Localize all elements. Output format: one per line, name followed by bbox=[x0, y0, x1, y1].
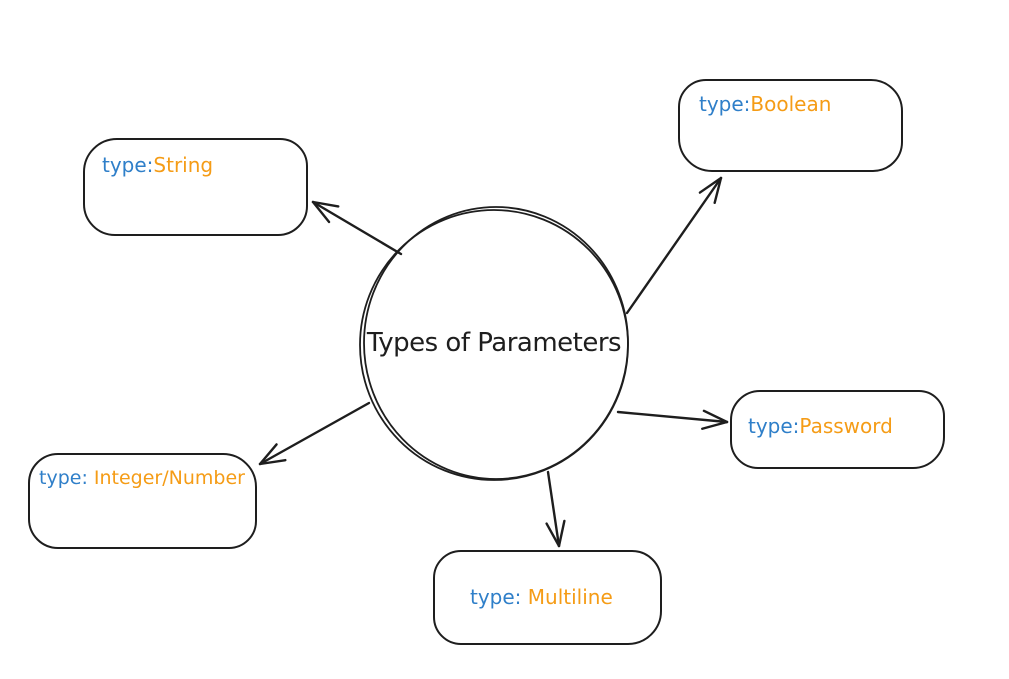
arrow-to-multiline[interactable] bbox=[545, 470, 566, 548]
node-integer-value: Integer/Number bbox=[87, 467, 245, 489]
diagram-title: Types of Parameters bbox=[366, 328, 622, 358]
node-integer[interactable]: type: Integer/Number bbox=[28, 453, 257, 549]
node-password-prefix: type: bbox=[748, 414, 800, 438]
arrow-to-boolean[interactable] bbox=[625, 176, 723, 315]
arrow-to-integer[interactable] bbox=[258, 401, 371, 466]
node-string[interactable]: type:String bbox=[83, 138, 308, 236]
arrow-to-password[interactable] bbox=[616, 409, 729, 430]
node-integer-prefix: type: bbox=[39, 467, 88, 489]
node-string-label: type:String bbox=[102, 153, 213, 177]
node-string-prefix: type: bbox=[102, 153, 154, 177]
node-password[interactable]: type:Password bbox=[730, 390, 945, 469]
node-multiline-label: type: Multiline bbox=[470, 585, 613, 609]
node-multiline-prefix: type: bbox=[470, 585, 522, 609]
node-multiline-value: Multiline bbox=[521, 585, 613, 609]
node-multiline[interactable]: type: Multiline bbox=[433, 550, 662, 645]
node-boolean[interactable]: type:Boolean bbox=[678, 79, 903, 172]
node-boolean-label: type:Boolean bbox=[699, 92, 831, 116]
central-circle[interactable] bbox=[359, 206, 629, 481]
node-boolean-value: Boolean bbox=[750, 92, 832, 116]
node-boolean-prefix: type: bbox=[699, 92, 751, 116]
arrow-to-string[interactable] bbox=[311, 200, 403, 256]
node-password-label: type:Password bbox=[748, 414, 893, 438]
node-string-value: String bbox=[153, 153, 214, 177]
node-password-value: Password bbox=[799, 414, 893, 438]
node-integer-label: type: Integer/Number bbox=[39, 467, 245, 489]
